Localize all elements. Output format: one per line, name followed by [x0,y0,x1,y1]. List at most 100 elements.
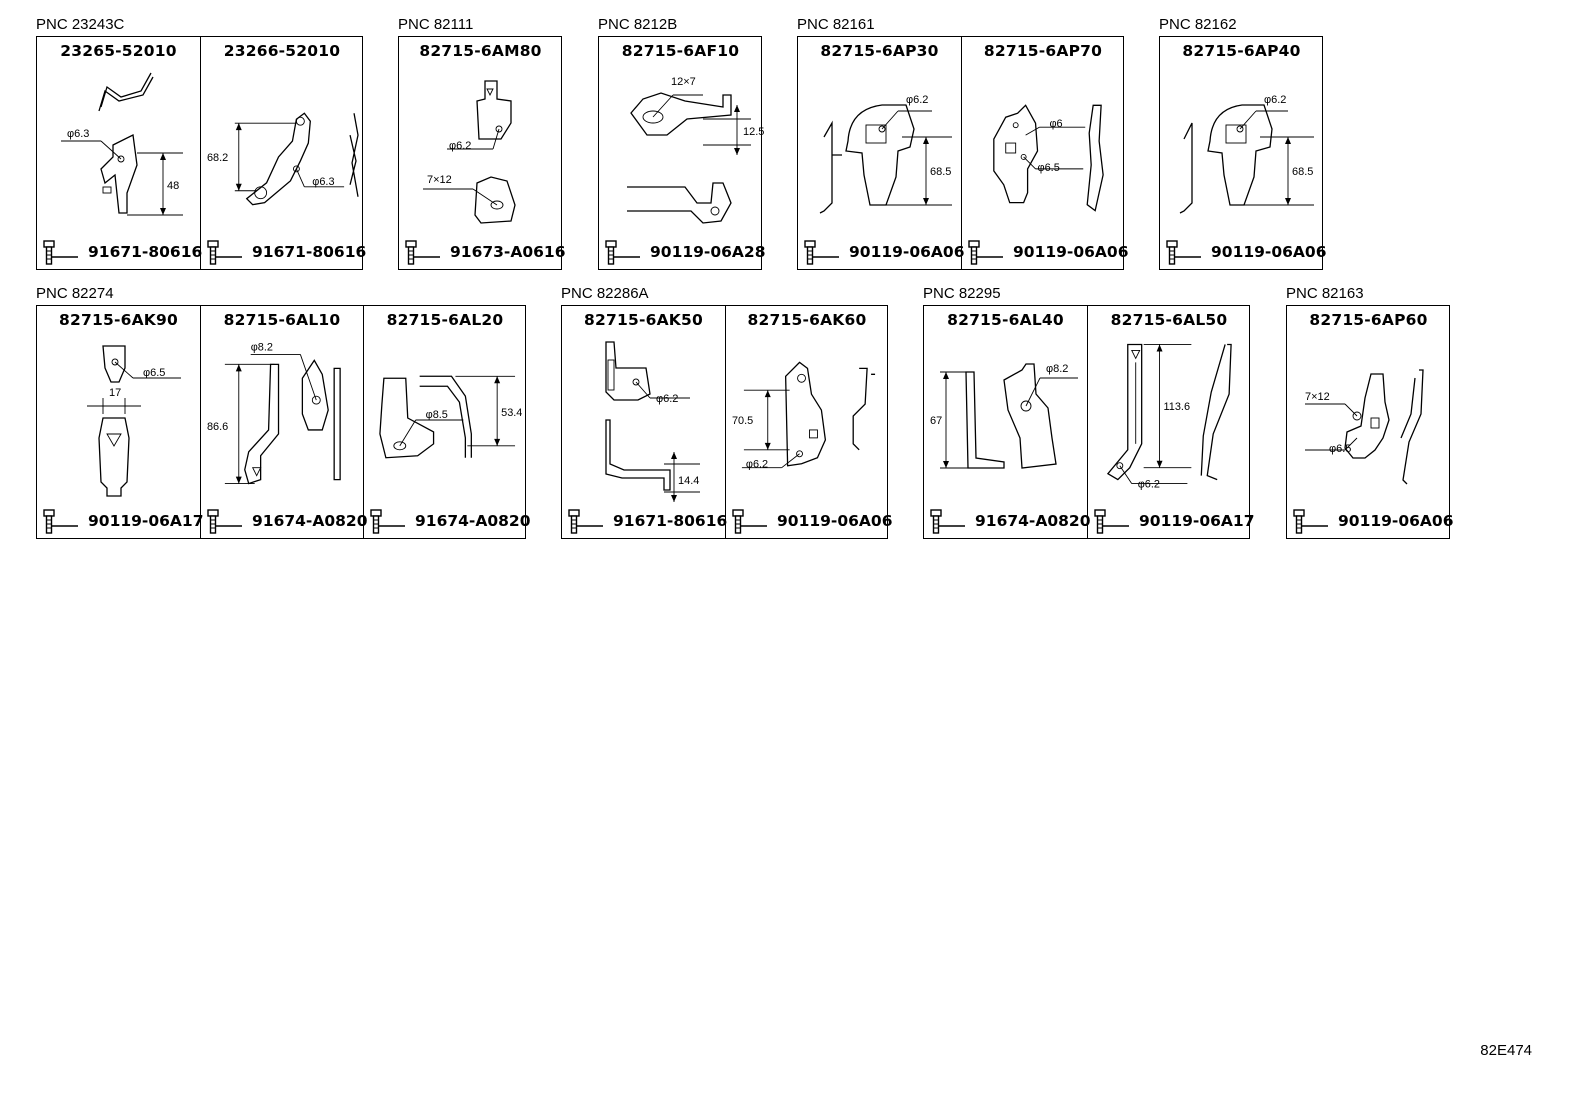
pnc-label: PNC 82286A [561,285,649,302]
bolt-part-number[interactable]: 91671-80616 [88,243,203,261]
bolt-callout[interactable]: 91674-A0820 [206,507,368,535]
bolt-callout[interactable]: 90119-06A06 [1292,507,1454,535]
bolt-icon [930,509,965,534]
part-cell[interactable]: 82715-6AP40 φ6.2 68.5 90119-06A06 [1160,37,1327,269]
dim-label: φ6.5 [143,367,165,379]
bolt-callout[interactable]: 91674-A0820 [369,507,531,535]
part-cell[interactable]: 23265-52010 φ6.3 48 91671-80616 [37,37,202,269]
bolt-icon [1094,509,1129,534]
part-number[interactable]: 82715-6AP30 [820,42,939,60]
part-cell[interactable]: 82715-6AK50 φ6.2 14.4 91671-80616 [562,306,727,538]
bolt-part-number[interactable]: 91671-80616 [613,512,728,530]
part-cell[interactable]: 82715-6AK90 φ6.5 17 90119-06A17 [37,306,204,538]
part-cell[interactable]: 82715-6AP30 φ6.2 68.5 90119-06A06 [798,37,965,269]
dim-label: φ6.2 [746,459,768,471]
bolt-callout[interactable]: 90119-06A06 [1165,238,1327,266]
bracket-drawing: φ8.5 53.4 [368,334,522,506]
bolt-part-number[interactable]: 90119-06A17 [88,512,204,530]
part-cell[interactable]: 82715-6AL10 86.6 φ8.2 91674-A0820 [200,306,368,538]
dim-label: 12.5 [743,126,764,138]
bolt-part-number[interactable]: 90119-06A17 [1139,512,1255,530]
part-number[interactable]: 82715-6AK60 [747,311,867,329]
bolt-part-number[interactable]: 91673-A0616 [450,243,566,261]
bolt-part-number[interactable]: 91674-A0820 [415,512,531,530]
bolt-icon [1166,240,1201,265]
part-cell[interactable]: 82715-6AM80 φ6.2 7×12 91673-A0616 [399,37,566,269]
dim-label: φ8.2 [251,341,273,353]
dim-label: φ6.2 [656,393,678,405]
bolt-callout[interactable]: 90119-06A06 [803,238,965,266]
part-cell[interactable]: 82715-6AL40 67 φ8.2 91674-A0820 [924,306,1091,538]
dim-label: φ8.2 [1046,363,1068,375]
bracket-drawing: φ6.2 14.4 [566,334,721,506]
bolt-part-number[interactable]: 91674-A0820 [252,512,368,530]
dim-label: 7×12 [1305,391,1330,403]
bolt-callout[interactable]: 90119-06A06 [731,507,893,535]
part-number[interactable]: 82715-6AP60 [1309,311,1428,329]
part-number[interactable]: 82715-6AP40 [1182,42,1301,60]
part-number[interactable]: 23266-52010 [223,42,341,60]
bolt-part-number[interactable]: 91674-A0820 [975,512,1091,530]
part-number[interactable]: 82715-6AF10 [621,42,740,60]
bracket-drawing: 68.2 φ6.3 [205,65,359,237]
bolt-icon [605,240,640,265]
bolt-icon [968,240,1003,265]
part-cell[interactable]: 23266-52010 68.2 φ6.3 91671-80616 [200,37,366,269]
bolt-part-number[interactable]: 90119-06A28 [650,243,766,261]
part-number[interactable]: 82715-6AP70 [983,42,1103,60]
dim-label: 113.6 [1164,401,1190,413]
bolt-part-number[interactable]: 90119-06A06 [1013,243,1129,261]
bolt-icon [568,509,603,534]
bracket-drawing: φ6.2 7×12 [403,65,558,237]
dim-label: 86.6 [207,421,228,433]
pnc-label: PNC 82295 [923,285,1001,302]
bolt-part-number[interactable]: 91671-80616 [252,243,367,261]
part-cell[interactable]: 82715-6AP60 7×12 φ6.5 90119-06A06 [1287,306,1454,538]
bolt-part-number[interactable]: 90119-06A06 [777,512,893,530]
part-number[interactable]: 82715-6AK50 [584,311,703,329]
bolt-part-number[interactable]: 90119-06A06 [849,243,965,261]
pnc-label: PNC 82274 [36,285,114,302]
bolt-callout[interactable]: 90119-06A17 [42,507,204,535]
bracket-drawing: φ6.2 113.6 [1092,334,1246,506]
dim-label: 68.5 [1292,166,1313,178]
part-number[interactable]: 82715-6AM80 [419,42,542,60]
bracket-drawing: 12×7 12.5 [603,65,764,237]
bolt-icon [207,509,242,534]
bolt-callout[interactable]: 90119-06A06 [967,238,1129,266]
bolt-part-number[interactable]: 90119-06A06 [1211,243,1327,261]
bolt-callout[interactable]: 90119-06A17 [1093,507,1255,535]
dim-label: 17 [109,387,121,399]
part-number[interactable]: 82715-6AL50 [1110,311,1228,329]
part-cell[interactable]: 82715-6AL50 φ6.2 113.6 90119-06A17 [1087,306,1255,538]
bolt-callout[interactable]: 90119-06A28 [604,238,766,266]
bracket-drawing: φ6.3 48 [41,65,196,237]
part-number[interactable]: 23265-52010 [60,42,177,60]
bolt-callout[interactable]: 91671-80616 [42,238,202,266]
bolt-callout[interactable]: 91671-80616 [206,238,366,266]
part-number[interactable]: 82715-6AL10 [223,311,341,329]
dim-label: φ6.3 [312,176,334,188]
part-cell[interactable]: 82715-6AF10 12×7 12.5 90119-06A28 [599,37,766,269]
part-number[interactable]: 82715-6AL40 [947,311,1064,329]
pnc-label: PNC 23243C [36,16,125,33]
dim-label: 53.4 [501,407,522,419]
part-cell[interactable]: 82715-6AP70 φ6 φ6.5 90119-06A06 [961,37,1129,269]
part-number[interactable]: 82715-6AL20 [386,311,504,329]
dim-label: φ6.2 [449,140,471,152]
bolt-icon [804,240,839,265]
bolt-callout[interactable]: 91674-A0820 [929,507,1091,535]
bracket-drawing: φ6.2 68.5 [802,65,957,237]
part-cell[interactable]: 82715-6AL20 φ8.5 53.4 91674-A0820 [363,306,531,538]
pnc-label: PNC 82111 [398,16,474,33]
part-number[interactable]: 82715-6AK90 [59,311,178,329]
dim-label: φ6.3 [67,128,89,140]
bolt-callout[interactable]: 91673-A0616 [404,238,566,266]
bolt-callout[interactable]: 91671-80616 [567,507,727,535]
bolt-part-number[interactable]: 90119-06A06 [1338,512,1454,530]
part-cell[interactable]: 82715-6AK60 70.5 φ6.2 90119-06A06 [725,306,893,538]
dim-label: 68.2 [207,152,228,164]
